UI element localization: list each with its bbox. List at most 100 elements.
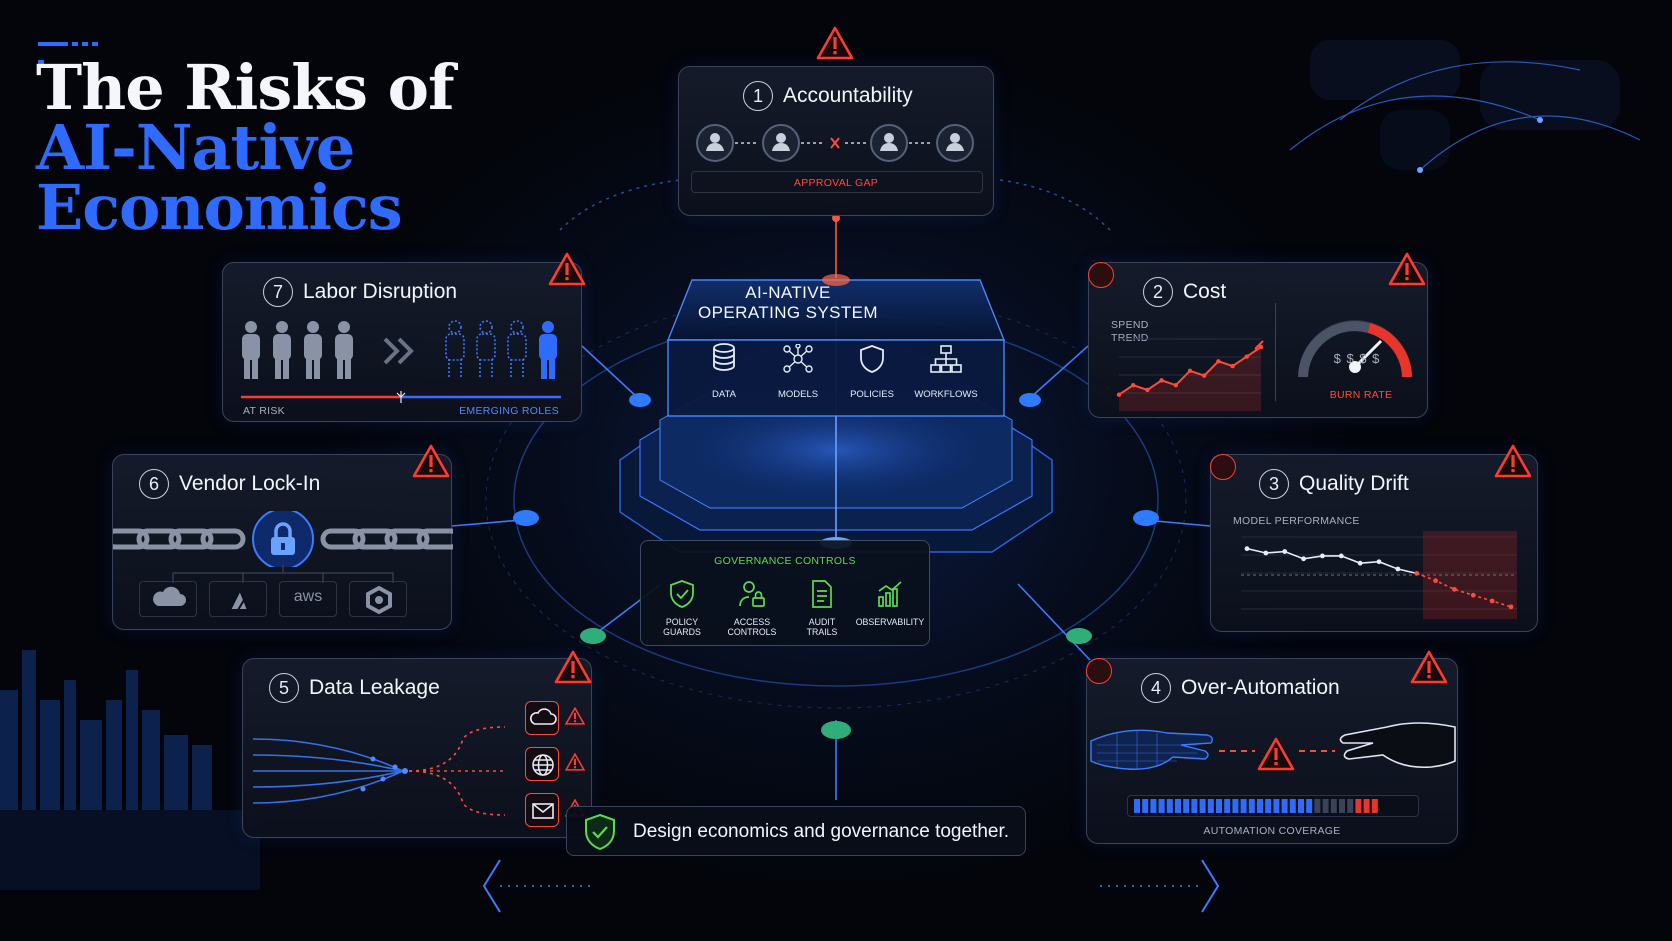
performance-point <box>1376 559 1382 565</box>
vendor-slot-cloud <box>139 581 197 617</box>
shield-check-icon <box>585 813 615 851</box>
warning-icon <box>816 26 854 60</box>
risk-title: Over-Automation <box>1181 676 1340 699</box>
module-label: DATA <box>712 389 736 400</box>
approval-chain <box>696 124 974 162</box>
leak-target-cloud <box>525 701 559 735</box>
coverage-segment <box>1322 799 1329 813</box>
center-title-line-2: OPERATING SYSTEM <box>698 303 878 322</box>
title-line-3: Economics <box>36 171 403 244</box>
module-label: MODELS <box>777 389 819 400</box>
cloud-icon <box>153 586 186 606</box>
performance-point <box>1338 553 1344 559</box>
warning-icon <box>548 252 586 286</box>
gauge-dollar-signs: $ $ $ $ <box>1333 351 1381 366</box>
spend-point <box>1145 387 1150 393</box>
models-icon <box>783 344 813 373</box>
gov-line-2: GUARDS <box>663 627 701 637</box>
data-streams <box>252 726 506 816</box>
risk-title: Labor Disruption <box>303 280 458 303</box>
chain-icon <box>113 511 453 567</box>
spend-point <box>1202 373 1207 378</box>
spend-point <box>1159 378 1164 383</box>
warning-icon <box>1388 252 1426 286</box>
coverage-segment <box>1281 799 1288 813</box>
footer-statement: Design economics and governance together… <box>566 806 1026 856</box>
platform-base <box>619 300 1053 553</box>
coverage-segment <box>1289 799 1296 813</box>
risk-title: Accountability <box>783 84 913 107</box>
module-label: POLICIES <box>850 389 894 400</box>
gov-line-1: ACCESS <box>733 617 771 627</box>
automation-coverage-bar <box>1127 795 1419 817</box>
title-accent <box>38 42 106 64</box>
coverage-segment <box>1339 799 1345 813</box>
governance-title: GOVERNANCE CONTROLS <box>714 555 856 567</box>
approval-gap-label: APPROVAL GAP <box>793 177 879 189</box>
document-icon <box>812 580 832 608</box>
module-workflows: WORKFLOWS <box>912 340 980 402</box>
spend-point <box>1187 368 1193 374</box>
risk-number: 4 <box>1141 673 1171 703</box>
coverage-segment <box>1158 799 1165 813</box>
burn-rate-label: BURN RATE <box>1329 389 1393 401</box>
leak-target-web <box>525 747 559 781</box>
risk-title: Cost <box>1183 280 1227 303</box>
city-skyline <box>0 650 212 810</box>
user-icon <box>936 124 974 162</box>
person-icon <box>242 321 353 379</box>
gauge-icon <box>1298 320 1412 378</box>
warning-icon <box>1257 737 1295 771</box>
warning-icon <box>565 753 585 771</box>
performance-point <box>1470 592 1476 598</box>
coverage-segment <box>1273 799 1280 813</box>
user-lock-icon <box>739 581 765 607</box>
warning-icon <box>554 650 592 684</box>
gov-line-1: POLICY <box>665 617 699 627</box>
spend-point <box>1258 344 1264 350</box>
coverage-segment <box>1216 799 1222 813</box>
performance-point <box>1433 578 1438 584</box>
coverage-segment <box>1134 799 1140 813</box>
spend-area <box>1119 347 1261 411</box>
title-line-1: The Risks of <box>36 51 455 124</box>
title-line-2: AI-Native <box>36 111 355 184</box>
user-icon <box>762 124 800 162</box>
map-arcs <box>1289 61 1641 171</box>
gov-line-2: TRAILS <box>806 627 838 637</box>
world-map <box>1310 40 1620 170</box>
spend-arrow <box>1254 340 1264 350</box>
coverage-segments <box>1134 799 1378 813</box>
risk-number: 3 <box>1259 469 1289 499</box>
warning-icon <box>565 707 585 725</box>
performance-point <box>1508 604 1514 610</box>
performance-point <box>1282 549 1288 554</box>
spend-point <box>1244 354 1249 359</box>
coverage-segment <box>1207 799 1214 813</box>
coverage-segment <box>1306 799 1313 813</box>
module-data: DATA <box>690 340 758 402</box>
vendor-slot-gcp <box>349 581 407 617</box>
coverage-segment <box>1330 799 1337 813</box>
warning-icon <box>1494 444 1532 478</box>
performance-point <box>1414 570 1420 576</box>
footer-text: Design economics and governance together… <box>633 821 1010 842</box>
spend-point <box>1131 382 1136 388</box>
emerging-roles-label: EMERGING ROLES <box>459 405 559 417</box>
mail-icon <box>532 803 554 819</box>
leak-target-email <box>525 793 559 827</box>
gov-line-1: OBSERVABILITY <box>855 617 925 627</box>
coverage-segment <box>1298 799 1304 813</box>
coverage-segment <box>1363 799 1370 813</box>
coverage-segment <box>1232 799 1239 813</box>
coverage-segment <box>1191 799 1198 813</box>
gov-line-2: CONTROLS <box>727 627 777 637</box>
model-performance-label: MODEL PERFORMANCE <box>1233 515 1360 527</box>
risk-number: 6 <box>139 469 169 499</box>
coverage-segment <box>1257 799 1263 813</box>
